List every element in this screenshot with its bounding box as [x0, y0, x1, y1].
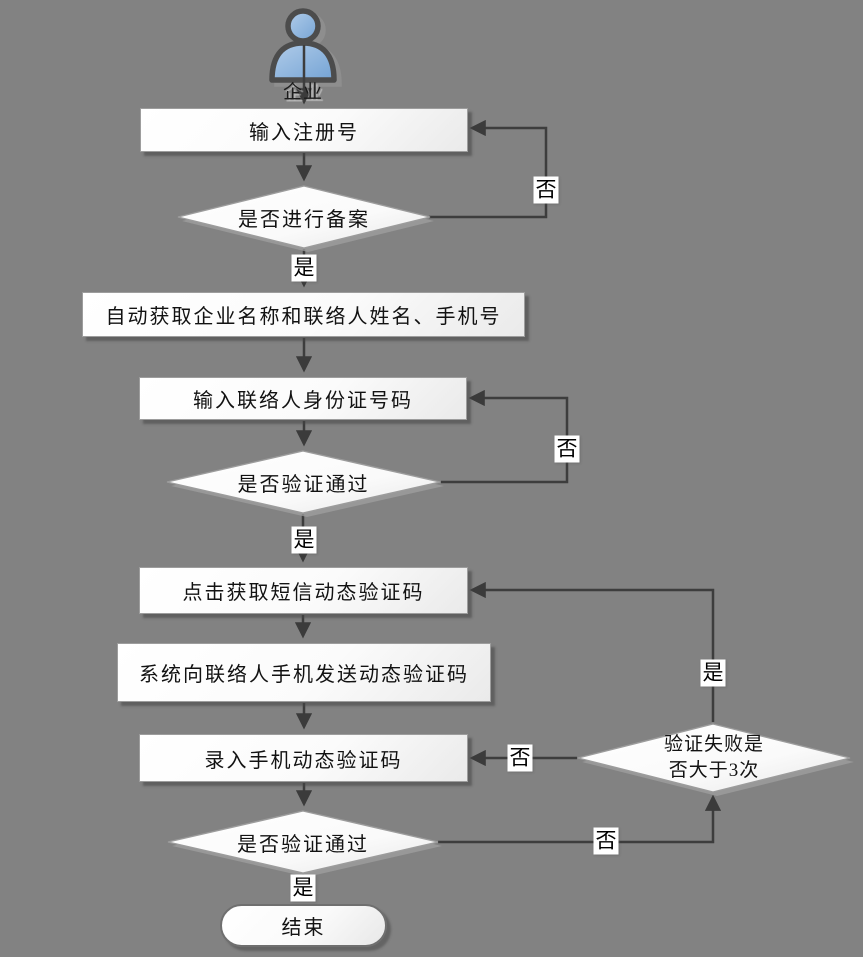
decision-is-filed-shape: [177, 185, 434, 252]
process-enter-sms-code: 录入手机动态验证码: [139, 734, 468, 782]
process-click-get-sms-code: 点击获取短信动态验证码: [139, 567, 468, 614]
edge-label-id-yes: 是: [291, 526, 317, 554]
process-enter-registration-number-label: 输入注册号: [249, 121, 359, 144]
actor-label: 企业: [282, 82, 324, 103]
person-icon: [269, 8, 342, 87]
process-enter-contact-id-number-label: 输入联络人身份证号码: [193, 390, 413, 412]
edge-label-sms-yes: 是: [290, 874, 316, 902]
terminator-end: 结束: [220, 904, 387, 947]
process-enter-sms-code-label: 录入手机动态验证码: [204, 749, 403, 772]
process-system-send-sms-code: 系统向联络人手机发送动态验证码: [117, 643, 491, 702]
edge-label-id-no: 否: [554, 435, 580, 463]
edge-label-filed-no: 否: [533, 176, 559, 204]
process-system-send-sms-code-label: 系统向联络人手机发送动态验证码: [139, 664, 469, 686]
edge-label-fail-yes: 是: [700, 659, 726, 687]
terminator-end-label: 结束: [281, 917, 326, 939]
decision-shapes: [166, 185, 854, 877]
decision-id-verified-shape: [166, 450, 444, 517]
edge-label-fail-no: 否: [507, 744, 533, 772]
process-enter-registration-number: 输入注册号: [140, 108, 468, 152]
process-auto-fetch-company-info-label: 自动获取企业名称和联络人姓名、手机号: [105, 306, 502, 328]
decision-fail-count-shape: [577, 723, 854, 796]
edge-label-sms-no: 否: [593, 827, 619, 855]
process-auto-fetch-company-info: 自动获取企业名称和联络人姓名、手机号: [82, 292, 525, 337]
process-enter-contact-id-number: 输入联络人身份证号码: [139, 377, 467, 420]
decision-sms-verified-shape: [167, 810, 442, 877]
process-click-get-sms-code-label: 点击获取短信动态验证码: [182, 582, 425, 604]
edge-label-filed-yes: 是: [291, 254, 317, 282]
